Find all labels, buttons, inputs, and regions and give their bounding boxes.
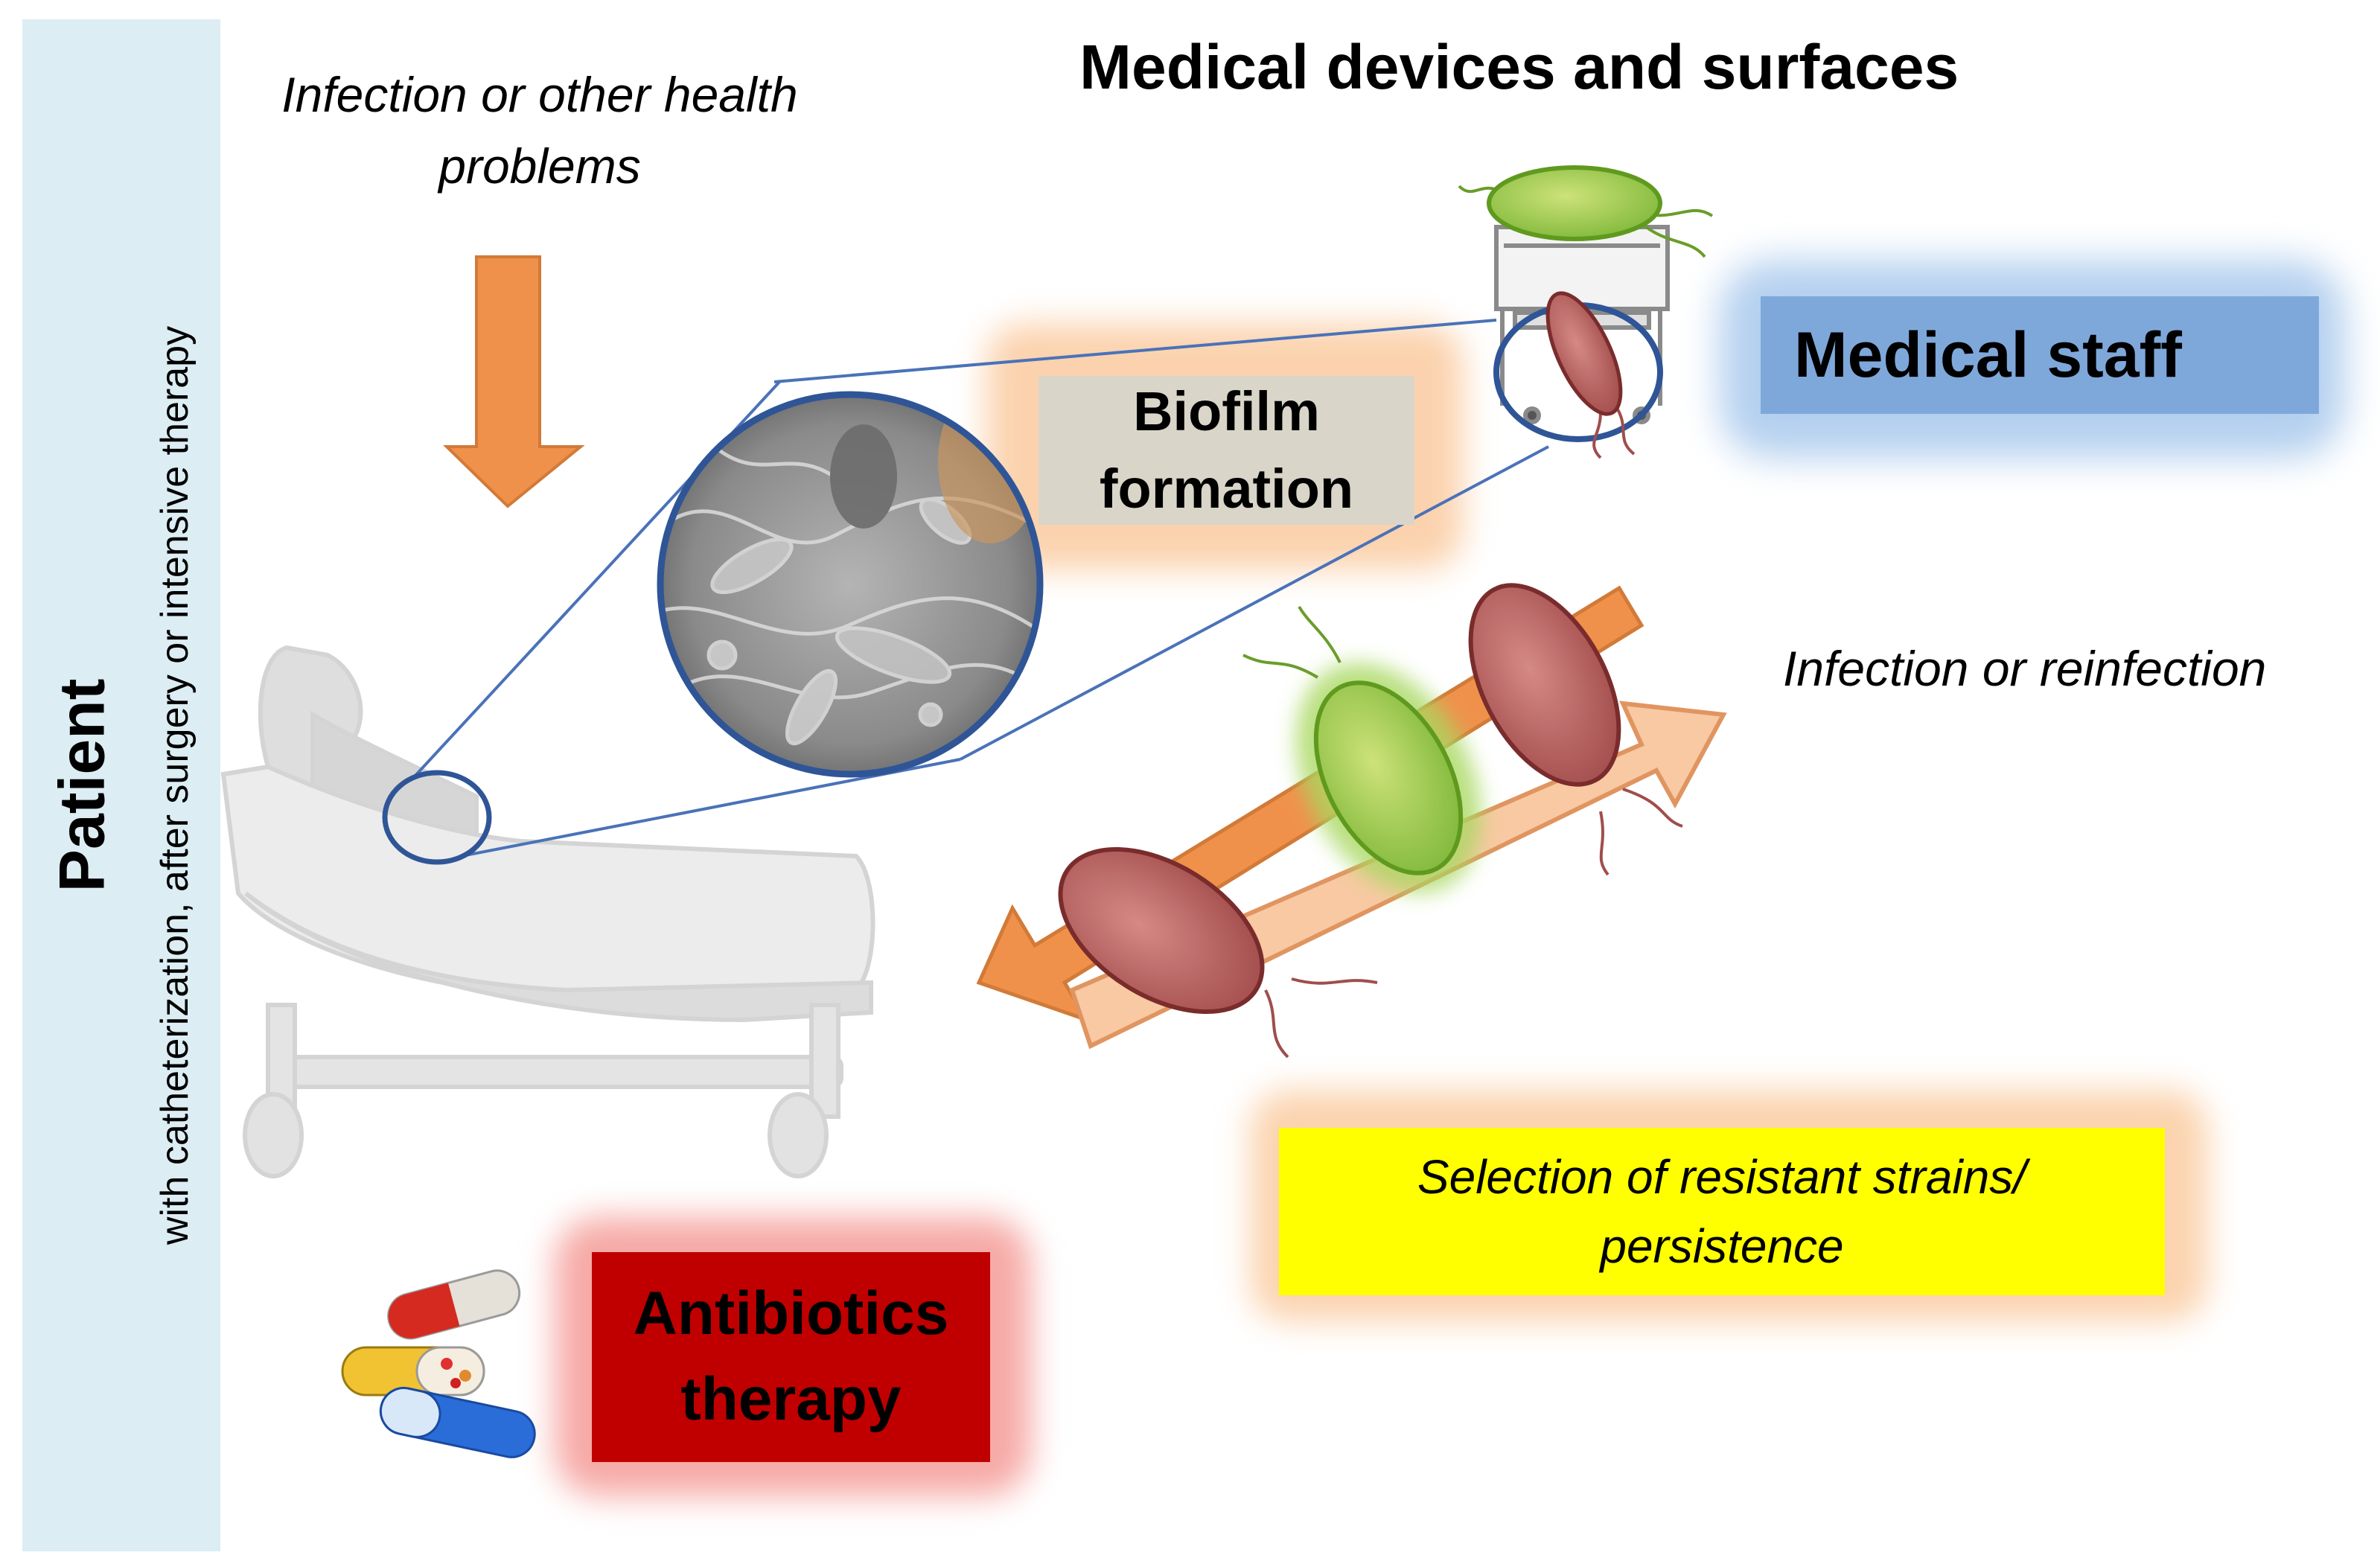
medical-staff-box: Medical staff: [1761, 296, 2319, 414]
biofilm-micrograph: [657, 391, 1044, 778]
infection-note: Infection or other health problems: [223, 60, 856, 202]
patient-sidebar: Patient with catheterization, after surg…: [22, 19, 220, 1551]
biofilm-label-line1: Biofilm: [1133, 380, 1320, 443]
antibiotics-label-line1: Antibiotics: [633, 1280, 949, 1348]
selection-label-line2: persistence: [1600, 1219, 1844, 1273]
down-arrow-icon: [443, 255, 585, 508]
biofilm-box: Biofilm formation: [1039, 376, 1414, 525]
diagram-title: Medical devices and surfaces: [1079, 32, 1959, 102]
medical-staff-label: Medical staff: [1794, 319, 2182, 391]
reinfection-label: Infection or reinfection: [1783, 641, 2267, 696]
antibiotics-label-line2: therapy: [680, 1365, 902, 1433]
bacterium-icon: [1468, 583, 1683, 876]
bacterium-icon: [1242, 605, 1481, 893]
catheter-zoom-ring: [382, 770, 492, 865]
selection-label-line1: Selection of resistant strains/: [1417, 1149, 2027, 1204]
selection-box: Selection of resistant strains/ persiste…: [1279, 1128, 2165, 1295]
biofilm-label-line2: formation: [1099, 458, 1354, 520]
bacterium-icon: [1545, 291, 1636, 459]
infection-note-line2: problems: [438, 138, 641, 194]
infection-note-line1: Infection or other health: [281, 67, 798, 122]
pill-capsule-icon: [341, 1269, 536, 1458]
bacterium-icon: [1058, 846, 1378, 1059]
antibiotics-box: Antibiotics therapy: [592, 1252, 990, 1462]
bacterium-icon: [1458, 165, 1714, 258]
